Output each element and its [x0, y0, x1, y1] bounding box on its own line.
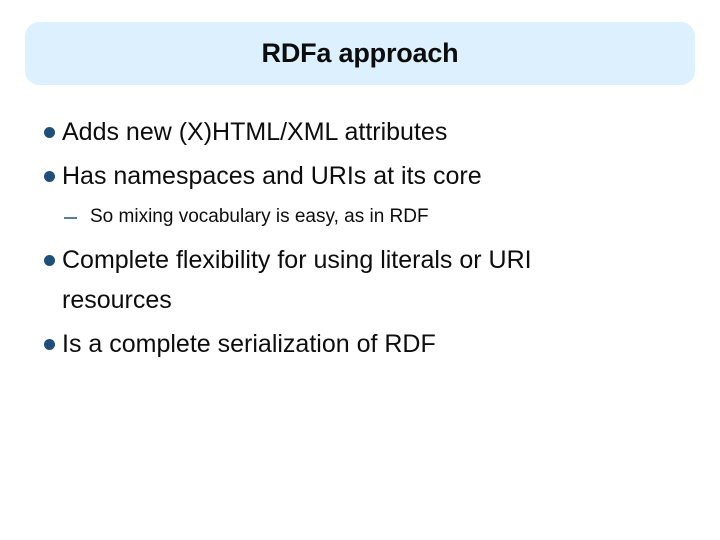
bullet-item-label: Adds new (X)HTML/XML attributes [62, 118, 448, 146]
sub-bullet-item: So mixing vocabulary is easy, as in RDF [64, 200, 684, 234]
bullet-item-label: Complete flexibility for using literals … [62, 246, 532, 314]
bullet-item: Adds new (X)HTML/XML attributes [44, 112, 684, 152]
slide-body: Adds new (X)HTML/XML attributes Has name… [44, 112, 684, 368]
filled-circle-bullet-icon [44, 339, 55, 350]
bullet-item-label: Is a complete serialization of RDF [62, 330, 436, 358]
bullet-item: Complete flexibility for using literals … [44, 240, 684, 320]
slide-title-bar: RDFa approach [25, 22, 695, 85]
bullet-item: Has namespaces and URIs at its core [44, 156, 684, 196]
filled-circle-bullet-icon [44, 171, 55, 182]
filled-circle-bullet-icon [44, 127, 55, 138]
sub-bullet-item-label: So mixing vocabulary is easy, as in RDF [90, 206, 429, 227]
page-title: RDFa approach [261, 38, 459, 68]
bullet-item-label: Has namespaces and URIs at its core [62, 162, 482, 190]
bullet-item: Is a complete serialization of RDF [44, 324, 684, 364]
filled-circle-bullet-icon [44, 255, 55, 266]
dash-bullet-icon [64, 217, 77, 219]
